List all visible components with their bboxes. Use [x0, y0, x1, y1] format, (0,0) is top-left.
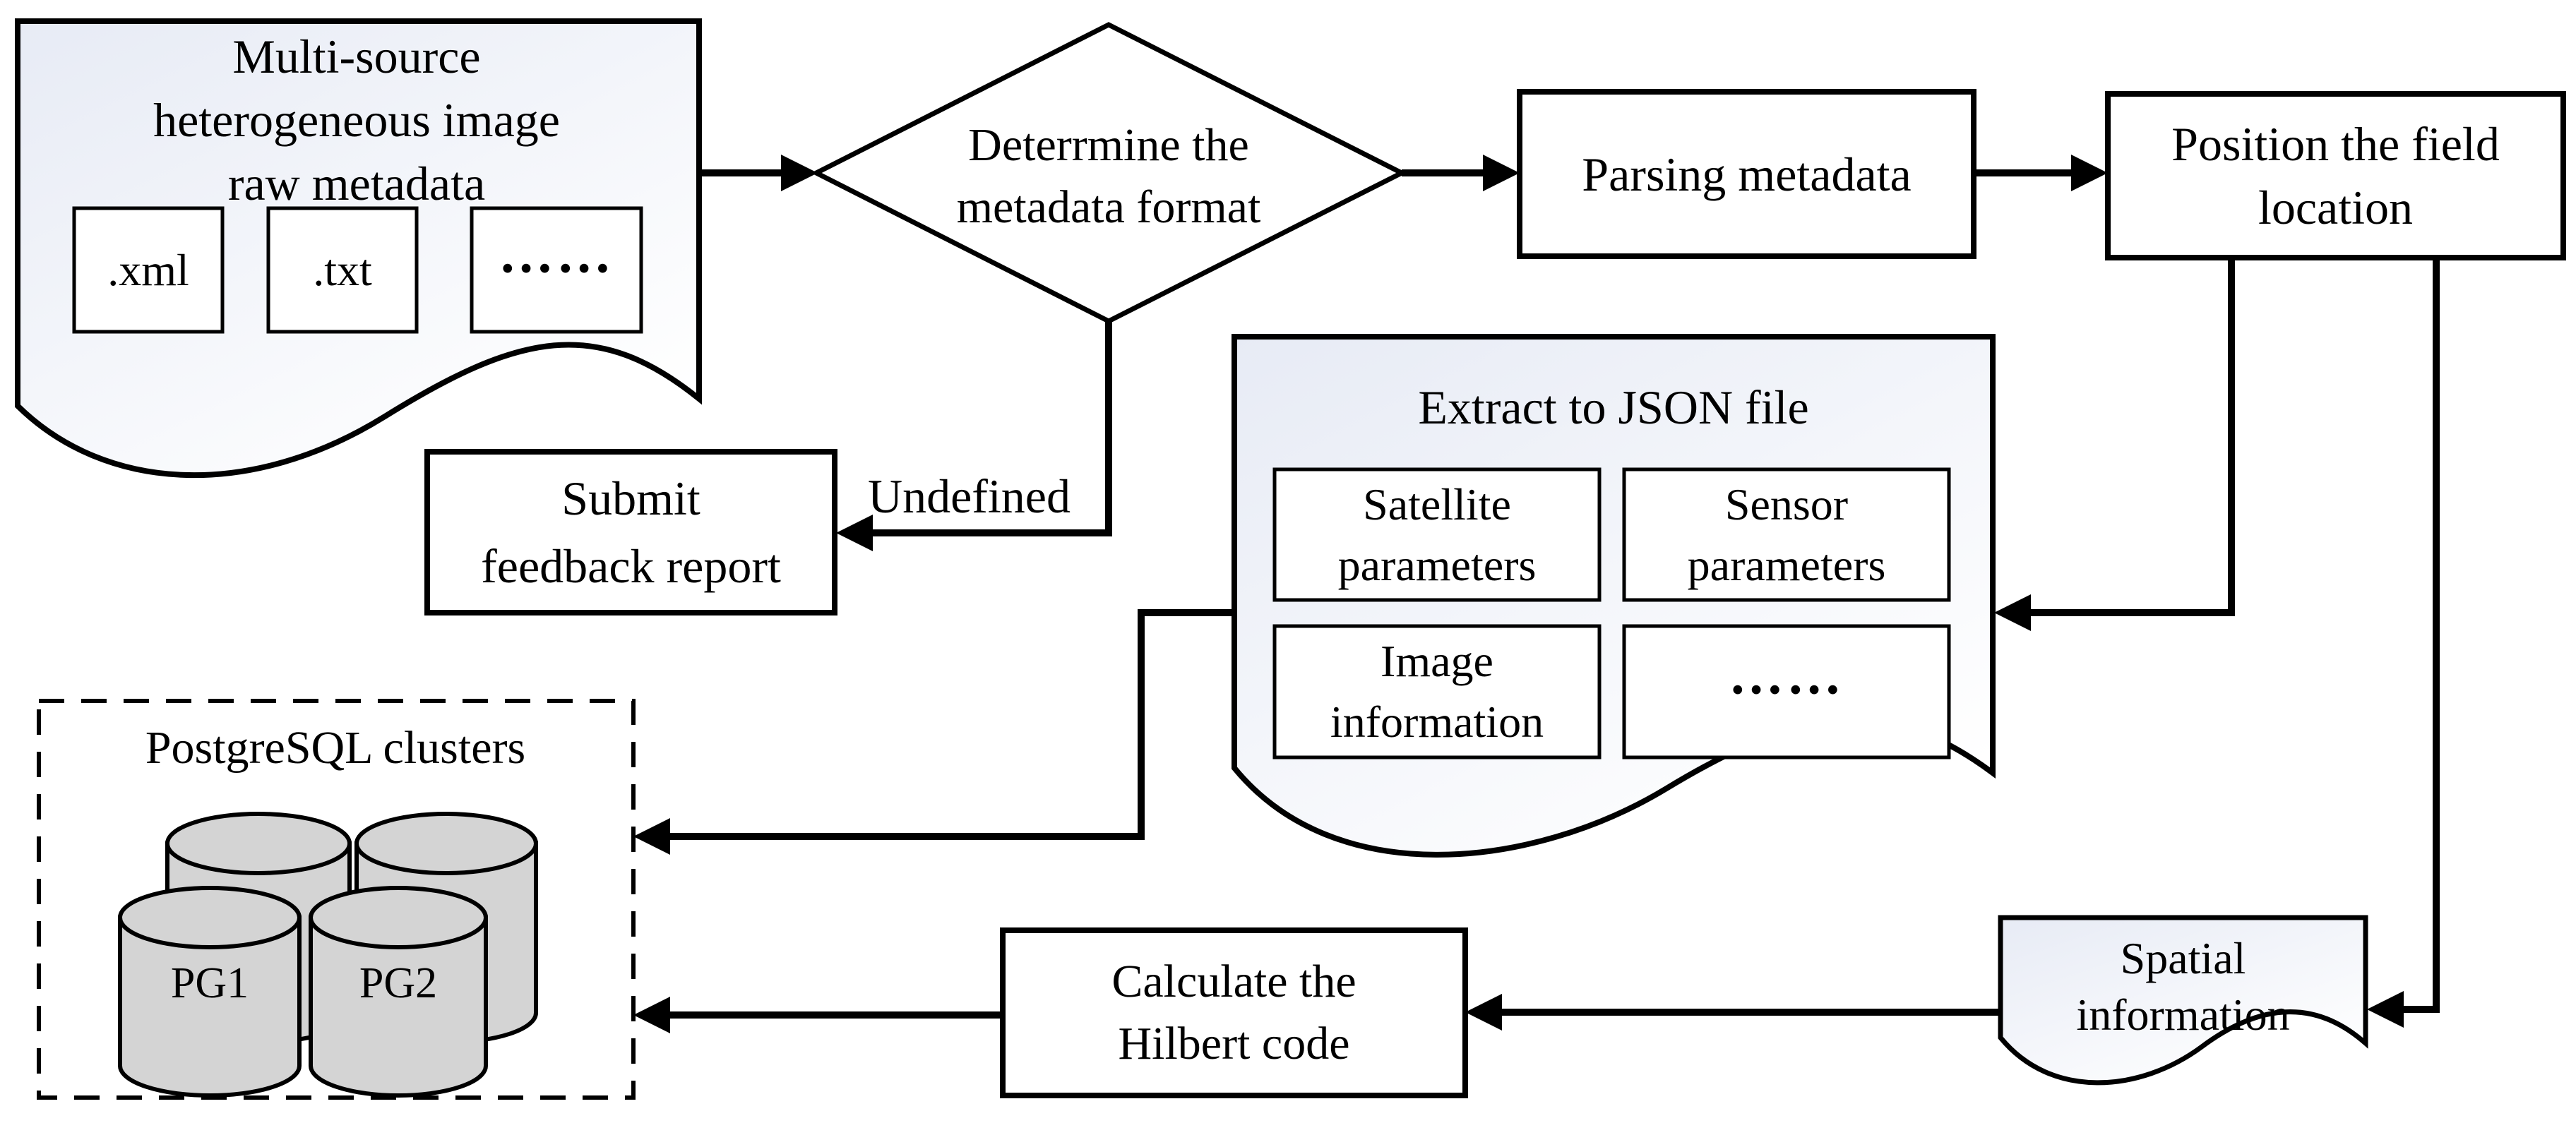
- position-line-1: Position the field: [2171, 117, 2500, 171]
- calculate-line-2: Hilbert code: [1118, 1018, 1350, 1069]
- calculate-label: Calculate the Hilbert code: [1003, 930, 1465, 1095]
- calculate-box: [1000, 927, 1468, 1098]
- source-document-title: Multi-source heterogeneous image raw met…: [32, 25, 681, 215]
- parsing-box: [1517, 89, 1976, 259]
- submit-line-2: feedback report: [481, 539, 781, 593]
- postgres-cluster-title: PostgreSQL clusters: [145, 721, 526, 774]
- image-information-label: Image information: [1330, 636, 1544, 747]
- position-line-2: location: [2258, 181, 2414, 234]
- ellipsis-dots: ……: [499, 222, 614, 284]
- parsing-label: Parsing metadata: [1582, 147, 1912, 201]
- satellite-parameters-label: Satellite parameters: [1337, 479, 1537, 590]
- format-txt-box: [266, 206, 419, 334]
- pg1-cylinder: [118, 886, 302, 1098]
- position-label: Position the field location: [2108, 94, 2563, 258]
- extract-document-title: Extract to JSON file: [1418, 380, 1809, 434]
- arrow-extract-to-postgres: [633, 609, 1234, 855]
- spatial-line-2: information: [2076, 990, 2290, 1040]
- source-title-line-1: Multi-source: [232, 30, 481, 83]
- format-more-box: [470, 206, 643, 334]
- pg1-label: PG1: [170, 959, 249, 1007]
- source-title-line-2: heterogeneous image: [153, 93, 560, 147]
- arrow-decision-to-parsing: [1402, 155, 1520, 191]
- arrow-source-to-decision: [699, 155, 818, 191]
- format-xml-box: [72, 206, 225, 334]
- sensor-parameters-label: Sensor parameters: [1687, 479, 1886, 590]
- decision-label: Deterrmine the metadata format: [883, 113, 1335, 240]
- position-box: [2105, 91, 2566, 260]
- decision-line-1: Deterrmine the: [968, 119, 1249, 171]
- submit-box: [424, 449, 837, 615]
- satellite-parameters-box: [1272, 467, 1602, 602]
- spatial-information-label: Spatial information: [2008, 930, 2359, 1043]
- undefined-branch-label: Undefined: [867, 469, 1071, 523]
- arrow-position-to-spatial: [2367, 258, 2440, 1028]
- format-xml-label: .xml: [107, 244, 189, 295]
- spatial-document-shape: [1998, 915, 2368, 1086]
- arrow-calculate-to-postgres: [633, 997, 1003, 1033]
- spatial-line-1: Spatial: [2120, 933, 2246, 983]
- decision-line-2: metadata format: [956, 181, 1261, 233]
- arrow-decision-to-submit: [836, 321, 1112, 551]
- extract-more-box: [1622, 624, 1951, 759]
- format-txt-label: .txt: [313, 244, 372, 295]
- ellipsis-dots: ……: [1729, 644, 1844, 706]
- image-information-box: [1272, 624, 1602, 759]
- sensor-parameters-box: [1622, 467, 1951, 602]
- arrow-position-to-extract: [1994, 258, 2235, 631]
- arrow-parsing-to-position: [1974, 155, 2108, 191]
- format-more-label: ……: [472, 208, 641, 332]
- submit-label: Submit feedback report: [427, 452, 835, 613]
- postgres-cluster-dashed-box: [37, 699, 636, 1100]
- arrow-spatial-to-calculate: [1465, 994, 2000, 1031]
- pg2-cylinder: [309, 886, 488, 1098]
- source-title-line-3: raw metadata: [227, 157, 486, 210]
- extract-more-label: ……: [1624, 626, 1949, 757]
- pg2-label: PG2: [359, 959, 438, 1007]
- calculate-line-1: Calculate the: [1111, 956, 1356, 1007]
- submit-line-1: Submit: [561, 472, 700, 525]
